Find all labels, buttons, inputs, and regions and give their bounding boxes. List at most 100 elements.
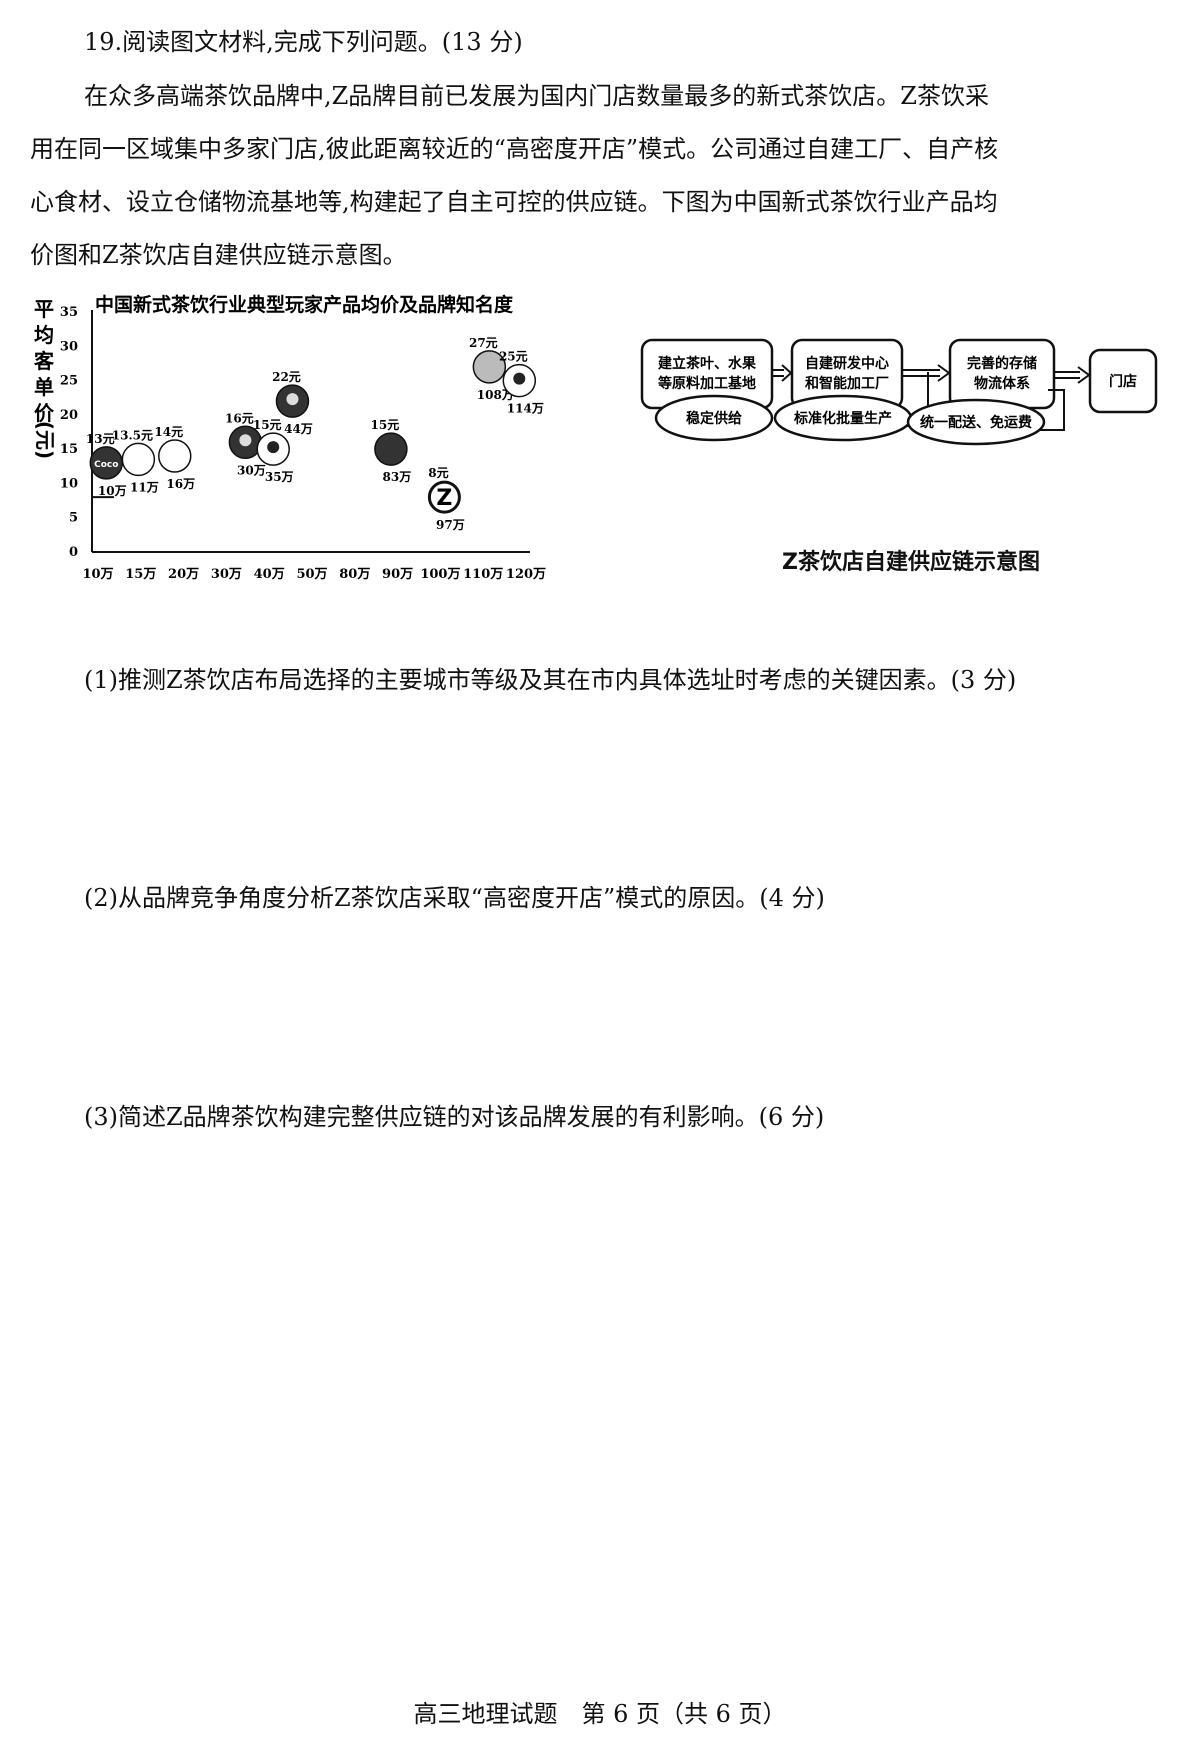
data-point: Z 8元 97万 [427, 466, 465, 532]
brand-logo-icon [427, 480, 461, 514]
diagram-box-logistics: 完善的存储 物流体系 [948, 338, 1056, 410]
coco-logo-glyph: Coco [94, 460, 118, 470]
x-tick-label: 120万 [506, 567, 546, 582]
fans-label: 108万 [477, 388, 514, 402]
sub-question-3: (3)简述Z品牌茶饮构建完整供应链的对该品牌发展的有利影响。(6 分) [84, 1103, 825, 1131]
double-arrow-icon [772, 364, 793, 382]
box-text: 门店 [1109, 373, 1137, 390]
x-tick-label: 40万 [254, 567, 285, 582]
diagram-box-raw-materials: 建立茶叶、水果 等原料加工基地 [640, 338, 774, 410]
y-axis-label-char: 平 [34, 297, 54, 321]
fans-label: 10万 [98, 484, 127, 498]
data-point: 22元 44万 [272, 370, 313, 436]
data-points: Coco 13元 10万 13.5元 11万 14元 16万 16元 30万 15元 35万 22元 4… [86, 336, 544, 532]
diagram-title: Z茶饮店自建供应链示意图 [782, 550, 1040, 575]
fans-label: 83万 [383, 470, 412, 484]
y-axis-label-char: (元) [33, 421, 57, 459]
price-label: 14元 [154, 425, 183, 439]
box-text: 和智能加工厂 [805, 375, 889, 392]
ellipse-standardized-production: 标准化批量生产 [773, 394, 913, 442]
material-paragraph: 在众多高端茶饮品牌中,Z品牌目前已发展为国内门店数量最多的新式茶饮店。Z茶饮采 … [30, 70, 1176, 282]
material-line: 用在同一区域集中多家门店,彼此距离较近的“高密度开店”模式。公司通过自建工厂、自… [30, 135, 999, 163]
chart-axes [91, 310, 530, 553]
data-point: Coco 13元 10万 [86, 432, 127, 498]
ellipse-unified-delivery: 统一配送、免运费 [906, 398, 1046, 446]
x-tick-label: 30万 [211, 567, 242, 582]
y-tick-label: 10 [60, 476, 78, 491]
ellipse-stable-supply: 稳定供给 [654, 394, 774, 442]
x-tick-label: 100万 [420, 567, 460, 582]
data-point: 14元 16万 [154, 425, 195, 491]
diagram-box-store: 门店 [1088, 348, 1158, 414]
ellipse-text: 稳定供给 [686, 410, 742, 427]
price-label: 22元 [272, 370, 301, 384]
price-label: 25元 [499, 350, 528, 364]
price-label: 15元 [253, 418, 282, 432]
price-label: 8元 [428, 466, 448, 480]
y-tick-label: 0 [69, 545, 78, 560]
brand-logo-icon [472, 350, 507, 384]
chart-title: 中国新式茶饮行业典型玩家产品均价及品牌知名度 [95, 293, 514, 316]
price-label: 13元 [86, 432, 115, 446]
face-shape [239, 434, 252, 447]
fans-label: 97万 [436, 518, 465, 532]
sub-question-1: (1)推测Z茶饮店布局选择的主要城市等级及其在市内具体选址时考虑的关键因素。(3… [84, 666, 1017, 694]
supply-chain-diagram: 建立茶叶、水果 等原料加工基地 自建研发中心 和智能加工厂 完善的存储 物流体系… [640, 338, 1158, 446]
data-point: 25元 114万 [499, 350, 544, 416]
y-axis-label-char: 客 [33, 349, 55, 373]
x-tick-label: 90万 [382, 567, 413, 582]
data-point: 13.5元 11万 [112, 428, 159, 494]
fans-label: 114万 [507, 402, 544, 416]
brand-logo-icon [158, 439, 192, 473]
data-point: 15元 35万 [253, 418, 294, 484]
ellipse-text: 统一配送、免运费 [920, 414, 1032, 431]
material-line: 心食材、设立仓储物流基地等,构建起了自主可控的供应链。下图为中国新式茶饮行业产品… [30, 188, 998, 216]
fans-label: 35万 [265, 470, 294, 484]
double-arrow-icon [1054, 366, 1091, 384]
box-text: 自建研发中心 [805, 355, 889, 372]
y-axis-label-char: 均 [34, 323, 54, 347]
question-title: 19.阅读图文材料,完成下列问题。(13 分) [84, 28, 523, 56]
y-tick-label: 35 [60, 305, 78, 320]
brand-logo-icon [121, 442, 156, 477]
face-shape [267, 441, 280, 454]
x-tick-label: 10万 [82, 567, 113, 582]
x-tick-label: 80万 [339, 567, 370, 582]
price-label: 13.5元 [112, 428, 153, 442]
fans-label: 30万 [237, 463, 266, 477]
sub-question-2: (2)从品牌竞争角度分析Z茶饮店采取“高密度开店”模式的原因。(4 分) [84, 884, 825, 912]
data-point: 15元 83万 [371, 418, 412, 484]
z-logo-glyph: Z [436, 486, 452, 511]
face-shape [286, 393, 299, 406]
y-tick-label: 20 [60, 408, 78, 423]
y-tick-label: 5 [69, 511, 78, 526]
data-point: 16元 30万 [225, 411, 266, 477]
box-text: 建立茶叶、水果 [658, 355, 757, 372]
x-tick-label: 110万 [463, 567, 503, 582]
y-tick-label: 25 [60, 374, 78, 389]
x-tick-label: 15万 [125, 567, 156, 582]
y-axis-label-char: 价 [34, 401, 55, 425]
double-arrow-icon [902, 364, 951, 382]
brand-logo-icon [374, 432, 408, 466]
fans-label: 11万 [130, 480, 159, 494]
price-label: 15元 [371, 418, 400, 432]
y-axis-label-char: 单 [34, 375, 54, 399]
x-tick-label: 50万 [296, 567, 327, 582]
box-text: 物流体系 [974, 375, 1030, 392]
box-text: 完善的存储 [967, 355, 1037, 372]
ellipse-text: 标准化批量生产 [793, 410, 892, 427]
x-tick-label: 20万 [168, 567, 199, 582]
material-line: 价图和Z茶饮店自建供应链示意图。 [30, 241, 407, 269]
price-label: 16元 [225, 411, 254, 425]
fans-label: 44万 [284, 422, 313, 436]
box-text: 等原料加工基地 [658, 375, 756, 392]
material-line: 在众多高端茶饮品牌中,Z品牌目前已发展为国内门店数量最多的新式茶饮店。Z茶饮采 [84, 82, 989, 110]
fans-label: 16万 [166, 477, 195, 491]
diagram-box-factory: 自建研发中心 和智能加工厂 [790, 338, 904, 410]
